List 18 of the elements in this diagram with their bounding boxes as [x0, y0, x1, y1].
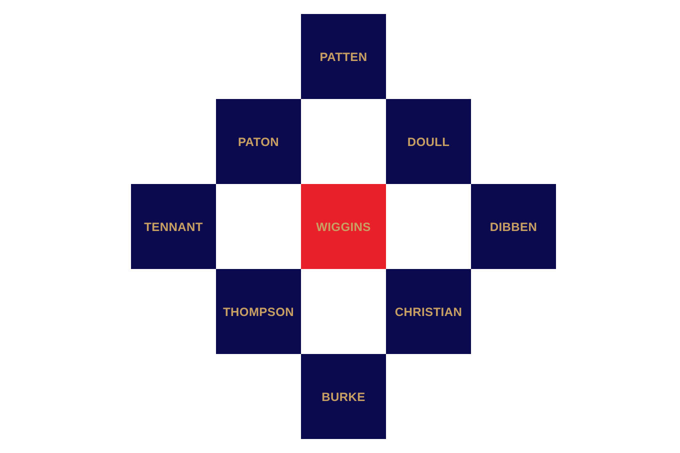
square-tile [216, 269, 301, 354]
square-tile [216, 99, 301, 184]
square-tile [471, 184, 556, 269]
name-label: BURKE [322, 390, 366, 404]
name-label: PATON [238, 134, 279, 148]
name-label: WIGGINS [316, 220, 371, 234]
name-label: PATTEN [320, 50, 368, 64]
square-tile [131, 184, 216, 269]
square-tile [301, 14, 386, 99]
square-tile [301, 354, 386, 439]
name-label: THOMPSON [223, 304, 294, 318]
square-tile [386, 99, 471, 184]
name-label: DIBBEN [490, 220, 538, 234]
name-label: DOULL [407, 134, 450, 148]
name-label: CHRISTIAN [394, 304, 462, 318]
highlighted-square [301, 184, 386, 269]
square-tile [386, 269, 471, 354]
name-label: TENNANT [144, 220, 203, 234]
